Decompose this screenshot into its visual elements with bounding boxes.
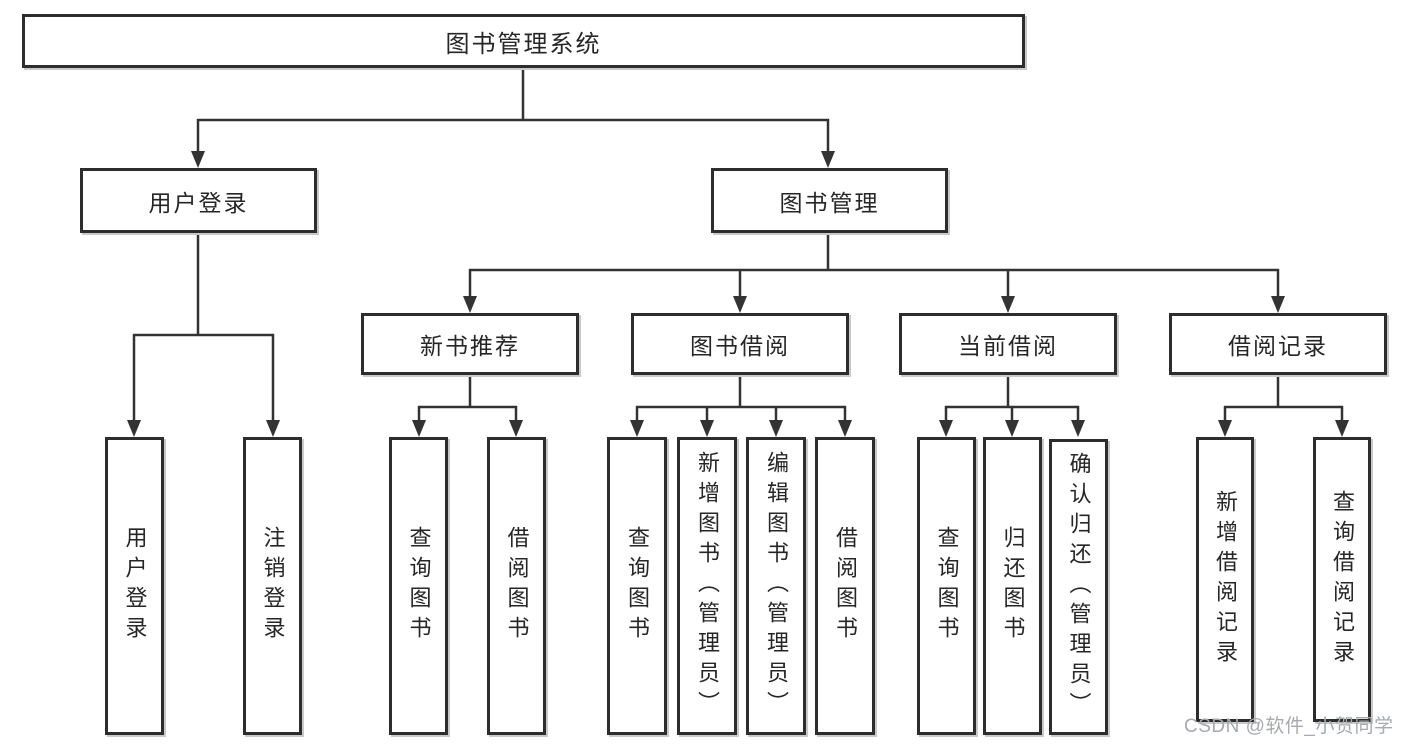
- leaf-edit-books-admin: 编辑图书（管理员）: [746, 437, 806, 735]
- node-label: 图书管理系统: [445, 30, 602, 58]
- leaf-query-books-borrowing: 查询图书: [607, 437, 667, 735]
- leaf-label: 新增借阅记录: [1213, 489, 1238, 670]
- leaf-return-books: 归还图书: [983, 437, 1042, 735]
- leaf-label: 查询图书: [934, 526, 960, 646]
- node-label: 用户登录: [148, 189, 249, 216]
- leaf-label: 注销登录: [260, 526, 286, 646]
- leaf-label: 编辑图书（管理员）: [764, 451, 789, 721]
- leaf-label: 确认归还（管理员）: [1066, 452, 1092, 722]
- arrowheads: [127, 151, 1349, 437]
- leaf-label: 借阅图书: [504, 526, 530, 646]
- leaf-query-books-current: 查询图书: [917, 437, 976, 735]
- node-current-borrowing: 当前借阅: [899, 313, 1117, 375]
- leaf-label: 借阅图书: [833, 526, 858, 646]
- leaf-confirm-return-admin: 确认归还（管理员）: [1049, 439, 1108, 735]
- leaf-label: 用户登录: [122, 526, 148, 646]
- node-new-book-recommendation: 新书推荐: [361, 313, 579, 375]
- leaf-borrow-books-recommend: 借阅图书: [487, 437, 546, 735]
- leaf-query-borrowing-record: 查询借阅记录: [1313, 437, 1371, 722]
- leaf-label: 归还图书: [1000, 526, 1026, 646]
- leaf-add-books-admin: 新增图书（管理员）: [677, 437, 737, 735]
- leaf-label: 新增图书（管理员）: [695, 451, 720, 721]
- node-label: 借阅记录: [1228, 333, 1328, 359]
- node-label: 当前借阅: [958, 333, 1058, 359]
- leaf-query-books-recommend: 查询图书: [389, 437, 448, 735]
- node-label: 图书管理: [779, 189, 880, 216]
- node-borrowing-records: 借阅记录: [1169, 313, 1387, 375]
- csdn-watermark: CSDN @软件_小贺同学: [1184, 716, 1394, 737]
- leaf-add-borrowing-record: 新增借阅记录: [1196, 437, 1254, 722]
- node-label: 新书推荐: [420, 333, 520, 359]
- node-book-management: 图书管理: [711, 168, 948, 233]
- node-label: 图书借阅: [690, 333, 790, 359]
- node-book-borrowing: 图书借阅: [631, 313, 849, 375]
- leaf-label: 查询图书: [406, 526, 432, 646]
- node-user-login: 用户登录: [80, 168, 317, 233]
- leaf-label: 查询借阅记录: [1330, 489, 1355, 670]
- connector-paths: [132, 68, 1344, 423]
- node-library-management-system: 图书管理系统: [22, 14, 1025, 68]
- leaf-logout: 注销登录: [243, 437, 302, 735]
- leaf-user-login: 用户登录: [105, 437, 164, 735]
- leaf-label: 查询图书: [625, 526, 650, 646]
- leaf-borrow-books: 借阅图书: [815, 437, 875, 735]
